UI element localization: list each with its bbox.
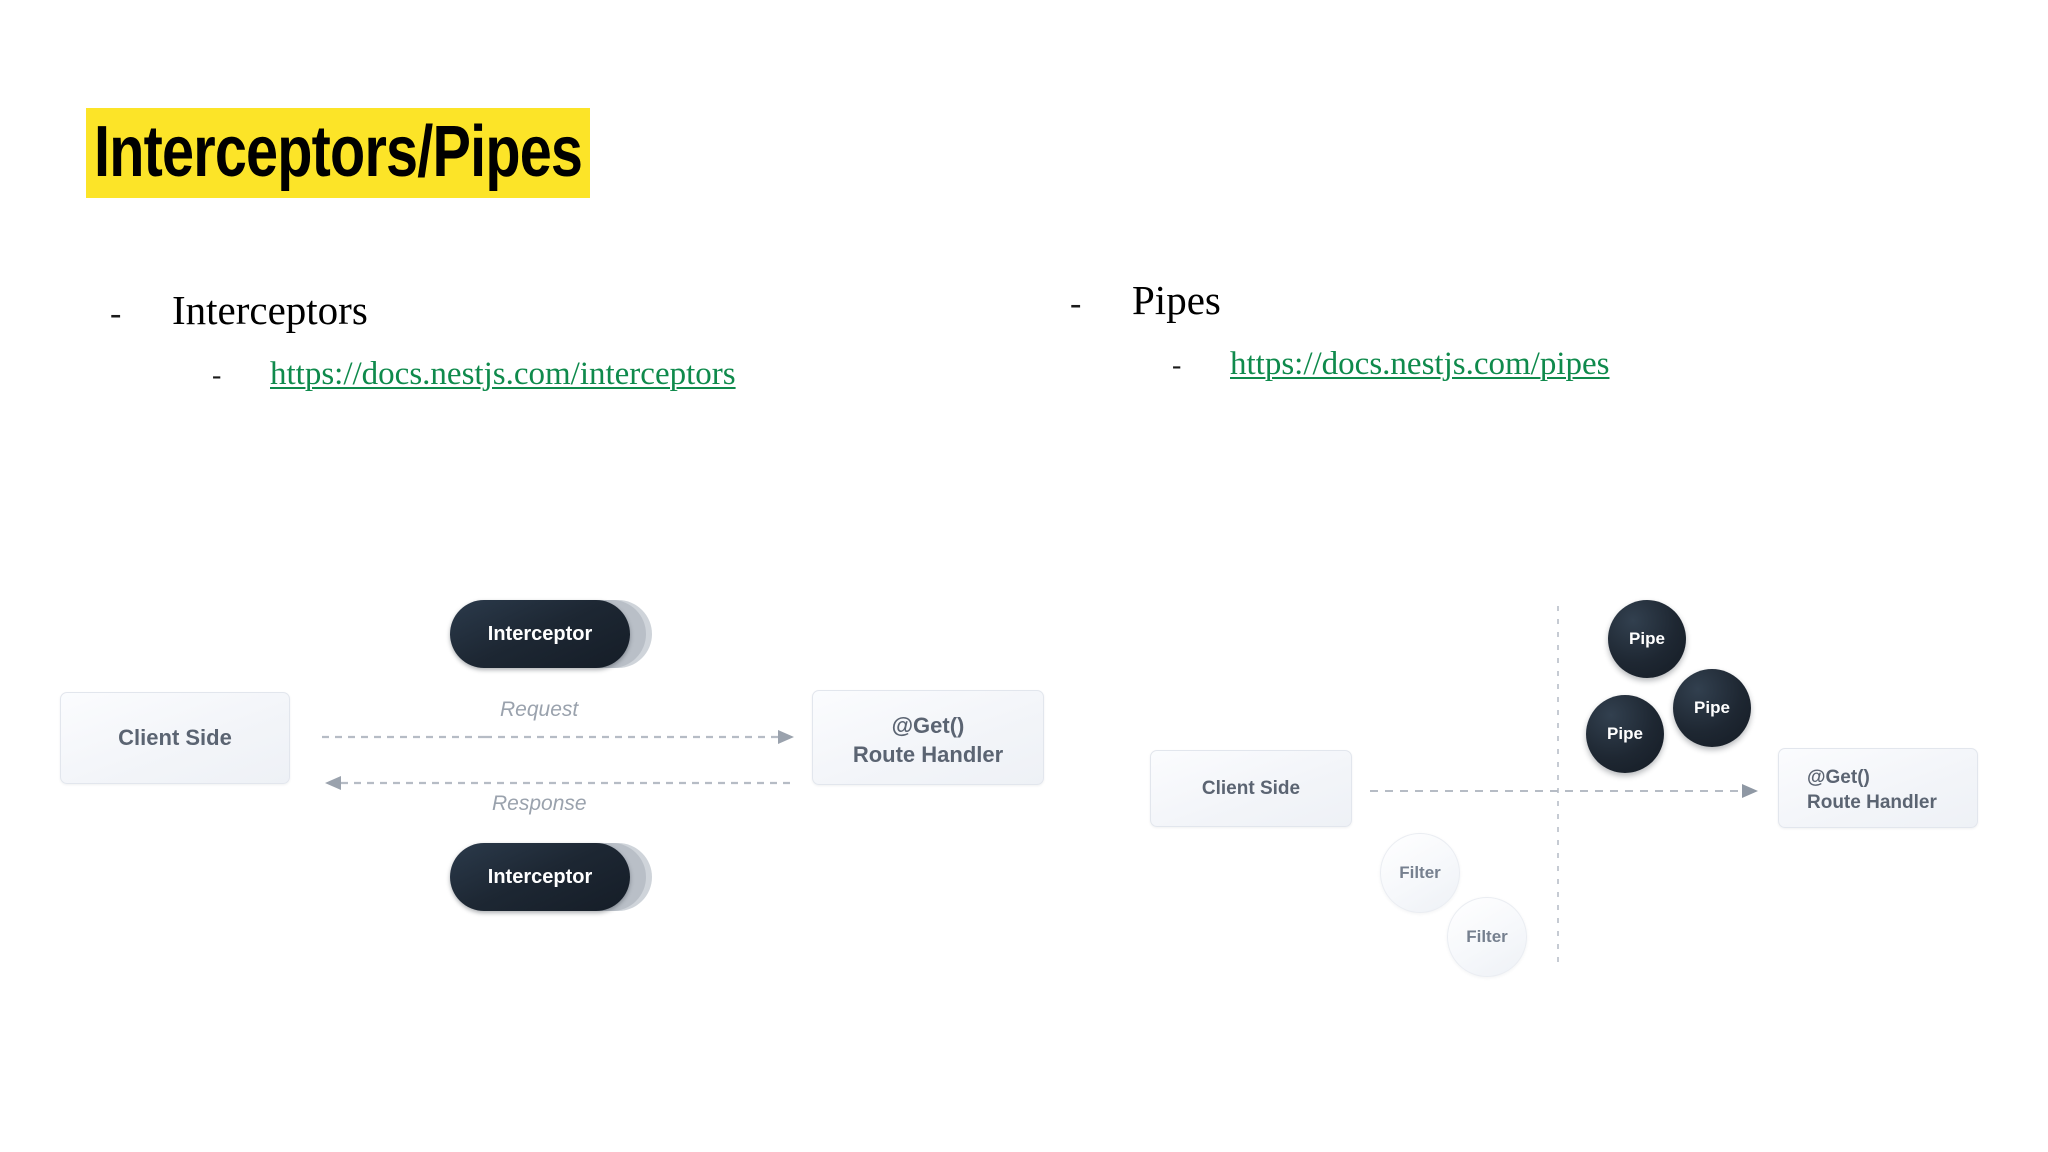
bullet-dash-icon: - [1070,285,1082,322]
bullet-dash-icon: - [110,295,122,332]
route-handler-box-right: @Get() Route Handler [1778,748,1978,828]
pipe-label: Pipe [1607,724,1643,743]
bullet-pipes: - Pipes [1070,276,1609,324]
pipe-circle-top: Pipe [1608,600,1686,678]
client-side-box-left: Client Side [60,692,290,784]
bullet-pipes-link: - https://docs.nestjs.com/pipes [1172,346,1609,383]
request-label: Request [500,698,579,721]
route-handler-label: Route Handler [1807,792,1937,814]
bullet-label-interceptors: Interceptors [172,287,368,333]
response-label: Response [492,792,587,815]
pipe-label: Pipe [1629,629,1665,648]
interceptor-top-pill: Interceptor [450,600,630,668]
client-side-label: Client Side [1201,777,1301,799]
page-title: Interceptors/Pipes [86,108,591,198]
sub-bullet-dash-icon: - [212,360,222,391]
interceptors-diagram: Client Side @Get() Route Handler Interce… [60,570,1070,950]
interceptor-top-label: Interceptor [487,622,593,645]
bullet-column-interceptors: - Interceptors - https://docs.nestjs.com… [110,286,736,393]
pipes-flow-lines [1370,606,1758,970]
interceptor-bottom-pill: Interceptor [450,843,630,911]
client-side-label: Client Side [118,725,232,750]
link-interceptors-docs[interactable]: https://docs.nestjs.com/interceptors [270,356,736,392]
filter-label: Filter [1399,863,1441,882]
pipe-label: Pipe [1694,698,1730,717]
filter-circle-lower: Filter [1447,897,1527,977]
route-handler-box-left: @Get() Route Handler [812,690,1044,785]
pipe-circle-right: Pipe [1673,669,1751,747]
bullet-interceptors: - Interceptors [110,286,736,334]
bullet-column-pipes: - Pipes - https://docs.nestjs.com/pipes [1070,276,1609,383]
client-side-box-right: Client Side [1150,750,1352,827]
interceptors-flow-lines [322,730,794,790]
bullet-interceptors-link: - https://docs.nestjs.com/interceptors [212,356,736,393]
filter-circle-upper: Filter [1380,833,1460,913]
route-handler-decorator: @Get() [891,713,965,738]
link-pipes-docs[interactable]: https://docs.nestjs.com/pipes [1230,346,1610,382]
filter-label: Filter [1466,927,1508,946]
route-handler-decorator: @Get() [1807,767,1870,788]
pipes-diagram: Client Side @Get() Route Handler Pipe Pi… [1130,570,2030,990]
bullet-label-pipes: Pipes [1132,277,1221,323]
pipe-circle-left: Pipe [1586,695,1664,773]
route-handler-label: Route Handler [852,742,1004,768]
sub-bullet-dash-icon: - [1172,350,1182,381]
interceptor-bottom-label: Interceptor [487,865,593,888]
